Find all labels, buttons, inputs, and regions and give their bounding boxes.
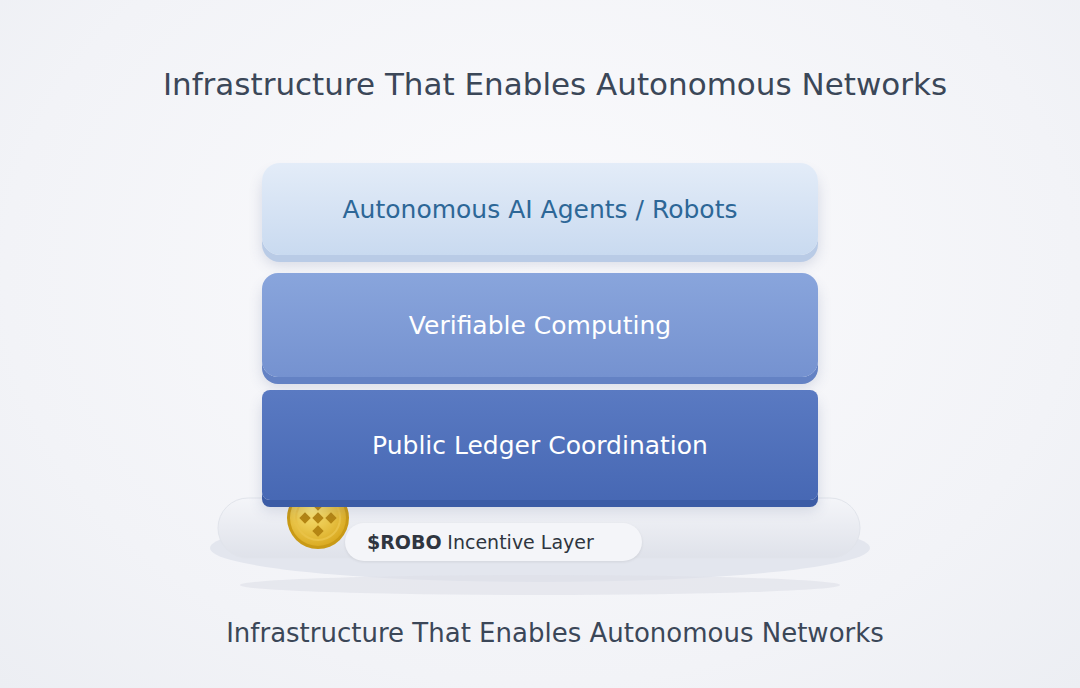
- caption: Infrastructure That Enables Autonomous N…: [0, 618, 1080, 648]
- layer-label: Public Ledger Coordination: [372, 431, 708, 460]
- platform-shadow: [240, 575, 840, 595]
- layer-label: $ROBO: [367, 531, 442, 553]
- layer-box: Verifiable Computing: [262, 273, 818, 377]
- layer-label: Verifiable Computing: [409, 311, 671, 340]
- layer-box: Autonomous AI Agents / Robots: [262, 163, 818, 255]
- layer-label: Autonomous AI Agents / Robots: [343, 195, 738, 224]
- layer-box: Public Ledger Coordination: [262, 390, 818, 500]
- layer-label: Incentive Layer: [447, 531, 594, 553]
- incentive-pill: $ROBOIncentive Layer: [345, 523, 642, 561]
- title: Infrastructure That Enables Autonomous N…: [0, 66, 1080, 102]
